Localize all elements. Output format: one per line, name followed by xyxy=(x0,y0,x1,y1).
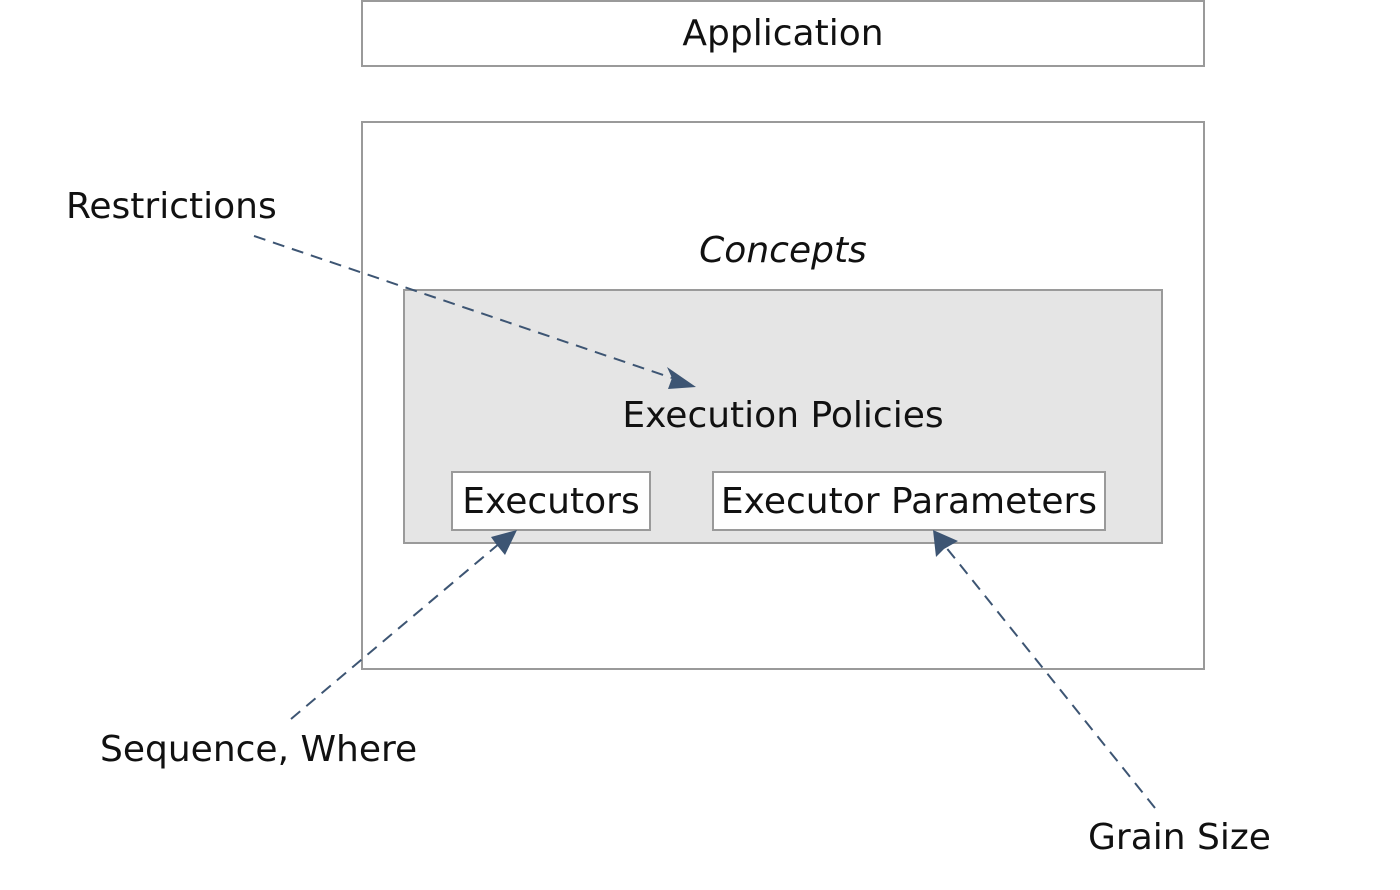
executor-parameters-box: Executor Parameters xyxy=(712,471,1106,531)
grain-size-label: Grain Size xyxy=(1088,817,1271,858)
execution-policies-label: Execution Policies xyxy=(622,395,944,436)
application-label: Application xyxy=(682,13,884,54)
application-box: Application xyxy=(361,0,1205,67)
concepts-title: Concepts xyxy=(699,230,867,271)
executor-parameters-label: Executor Parameters xyxy=(720,480,1098,522)
executors-label: Executors xyxy=(462,480,640,522)
executors-box: Executors xyxy=(451,471,651,531)
restrictions-label: Restrictions xyxy=(66,186,277,227)
sequence-where-label: Sequence, Where xyxy=(100,729,418,770)
